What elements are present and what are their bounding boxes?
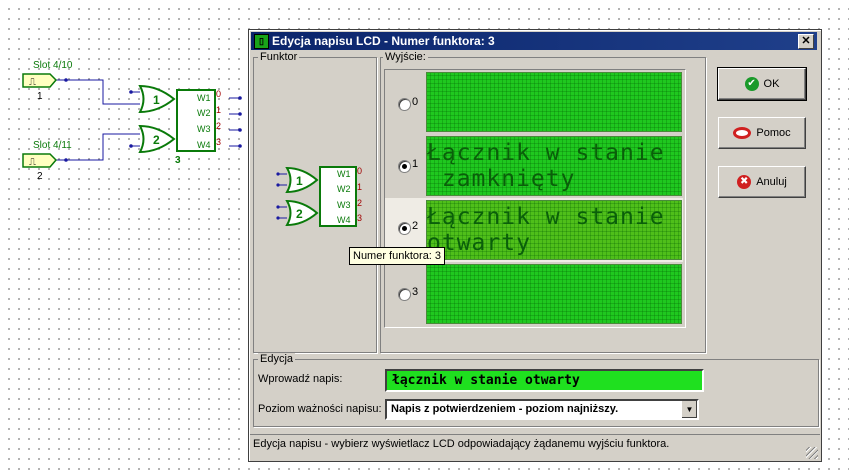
functor-block[interactable]: 1 2 W1 W2 W3 W4 0 1 2 3 3 — [138, 84, 221, 166]
status-bar: Edycja napisu - wybierz wyświetlacz LCD … — [250, 434, 820, 459]
svg-text:W4: W4 — [337, 215, 351, 225]
cancel-button[interactable]: ✖ Anuluj — [718, 166, 806, 198]
lifebuoy-icon — [733, 127, 752, 139]
svg-text:W3: W3 — [337, 200, 351, 210]
chevron-down-icon[interactable]: ▼ — [681, 401, 697, 418]
lcd-display-3[interactable] — [426, 264, 682, 324]
svg-text:W2: W2 — [337, 184, 351, 194]
output-radio-1[interactable] — [398, 160, 411, 173]
lcd-display-0[interactable] — [426, 72, 682, 132]
resize-grip-icon[interactable] — [806, 447, 818, 459]
dialog-titlebar[interactable]: ▯ Edycja napisu LCD - Numer funktora: 3 … — [251, 32, 817, 50]
lcd-display-2[interactable]: Łącznik w stanie otwarty — [426, 200, 682, 260]
input-slot-2[interactable]: ⎍ Slot 4/11 2 — [22, 140, 72, 182]
svg-text:0: 0 — [216, 89, 221, 99]
functor-number: 3 — [175, 155, 181, 166]
ok-button[interactable]: ✔ OK — [717, 67, 807, 101]
output-radio-0[interactable] — [398, 98, 411, 111]
input-slot-1[interactable]: ⎍ Slot 4/10 1 — [22, 60, 73, 102]
napis-label: Wprowadź napis: — [258, 373, 343, 385]
svg-text:0: 0 — [357, 166, 362, 176]
svg-text:1: 1 — [153, 93, 160, 107]
priority-select[interactable]: Napis z potwierdzeniem - poziom najniższ… — [385, 399, 699, 420]
schematic-canvas: ⎍ Slot 4/10 1 ⎍ Slot 4/11 2 1 2 W1 W2 W3… — [22, 60, 242, 182]
slot2-number: 2 — [37, 171, 43, 182]
output-radio-2[interactable] — [398, 222, 411, 235]
output-radio-3[interactable] — [398, 288, 411, 301]
edit-group — [253, 359, 819, 427]
svg-text:3: 3 — [216, 137, 221, 147]
functor-group-label: Funktor — [258, 51, 300, 63]
cancel-icon: ✖ — [737, 175, 752, 189]
help-button[interactable]: Pomoc — [718, 117, 806, 149]
lcd-edit-dialog: ▯ Edycja napisu LCD - Numer funktora: 3 … — [248, 29, 822, 462]
close-button[interactable]: ✕ — [798, 34, 814, 49]
functor-preview: 1 2 W1 W2 W3 W4 0 1 2 3 — [276, 166, 362, 227]
svg-text:W4: W4 — [197, 140, 211, 150]
svg-text:⎍: ⎍ — [29, 157, 36, 168]
output-group-label: Wyjście: — [383, 51, 428, 63]
svg-text:⎍: ⎍ — [29, 77, 36, 88]
napis-input[interactable]: łącznik w stanie otwarty — [385, 369, 704, 392]
lcd-list: 0 1 Łącznik w stanie zamknięty 2 Łącznik… — [384, 69, 686, 328]
lcd-row-1[interactable]: 1 Łącznik w stanie zamknięty — [385, 134, 683, 198]
lcd-app-icon: ▯ — [254, 34, 269, 49]
functor-group — [253, 57, 377, 353]
svg-text:W3: W3 — [197, 124, 211, 134]
status-text: Edycja napisu - wybierz wyświetlacz LCD … — [253, 438, 670, 450]
svg-text:2: 2 — [153, 133, 160, 147]
edit-group-label: Edycja — [258, 353, 296, 365]
slot1-label: Slot 4/10 — [33, 60, 73, 71]
svg-text:1: 1 — [216, 105, 221, 115]
priority-label: Poziom ważności napisu: — [258, 403, 382, 415]
lcd-display-1[interactable]: Łącznik w stanie zamknięty — [426, 136, 682, 196]
tooltip: Numer funktora: 3 — [349, 247, 446, 265]
slot1-number: 1 — [37, 91, 43, 102]
dialog-title: Edycja napisu LCD - Numer funktora: 3 — [272, 34, 495, 48]
svg-text:W1: W1 — [197, 93, 211, 103]
slot2-label: Slot 4/11 — [33, 140, 72, 151]
checkmark-icon: ✔ — [744, 77, 759, 91]
svg-text:2: 2 — [296, 207, 303, 221]
svg-text:3: 3 — [357, 213, 362, 223]
svg-text:2: 2 — [216, 121, 221, 131]
output-group — [380, 57, 706, 353]
lcd-row-3[interactable]: 3 — [385, 262, 683, 326]
lcd-row-0[interactable]: 0 — [385, 70, 683, 134]
svg-text:W1: W1 — [337, 169, 351, 179]
svg-text:W2: W2 — [197, 108, 211, 118]
svg-text:2: 2 — [357, 198, 362, 208]
svg-text:1: 1 — [357, 182, 362, 192]
svg-text:1: 1 — [296, 174, 303, 188]
